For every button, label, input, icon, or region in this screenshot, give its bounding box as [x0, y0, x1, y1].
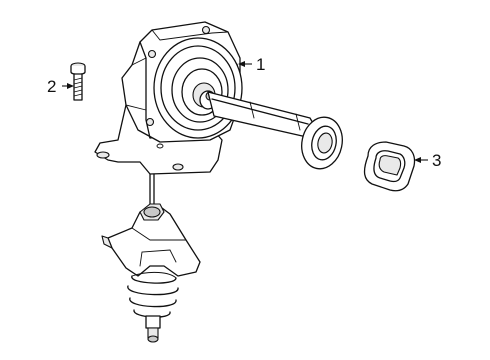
callout-1-label: 1	[256, 55, 265, 74]
grommet-illustration	[363, 141, 416, 192]
bolt-illustration	[70, 62, 86, 101]
callout-3: 3	[414, 151, 441, 170]
hoist-assembly-illustration	[94, 21, 343, 343]
callout-3-label: 3	[432, 151, 441, 170]
callout-1: 1	[238, 55, 265, 74]
callout-2: 2	[47, 77, 74, 96]
callout-2-label: 2	[47, 77, 56, 96]
